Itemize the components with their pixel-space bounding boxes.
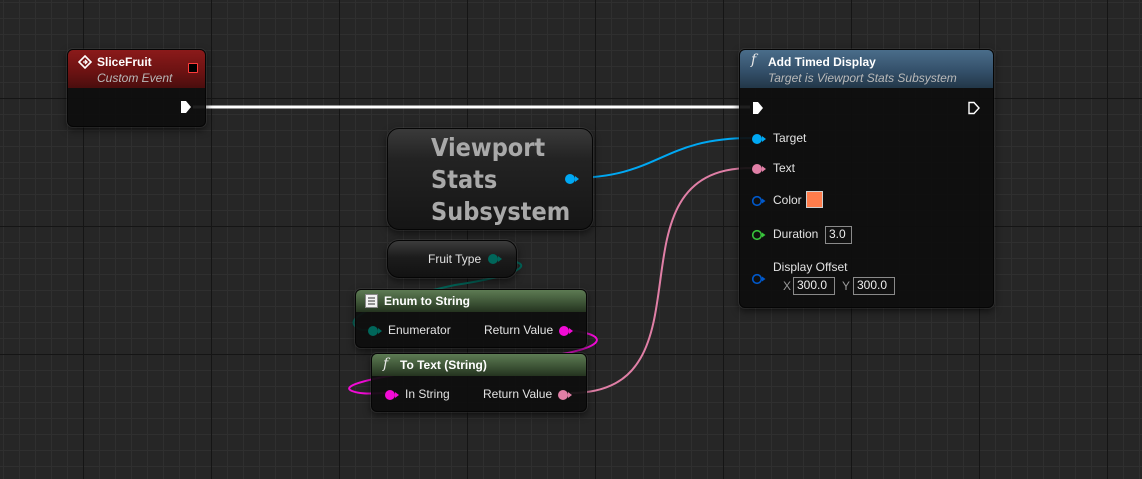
color-label: Color [773, 193, 802, 207]
subsystem-title-line2: Stats [431, 165, 498, 194]
function-node-header [740, 50, 993, 88]
subsystem-output-pin[interactable] [564, 173, 580, 185]
in-string-label: In String [405, 387, 450, 401]
target-label: Target [773, 131, 807, 145]
in-string-pin[interactable] [384, 389, 400, 401]
function-icon: f [751, 52, 757, 68]
offset-x-label: X [783, 279, 792, 293]
fruit-type-variable-node[interactable]: Fruit Type [387, 240, 517, 278]
duration-pin[interactable] [751, 229, 767, 241]
fruit-type-output-pin[interactable] [487, 253, 503, 265]
viewport-stats-subsystem-node[interactable]: Viewport Stats Subsystem [387, 128, 593, 230]
display-offset-label: Display Offset [773, 260, 848, 274]
display-offset-pin[interactable] [751, 273, 767, 285]
offset-x-field[interactable]: 300.0 [793, 277, 835, 295]
text-label: Text [773, 161, 796, 175]
enum-node-title: Enum to String [384, 294, 470, 308]
function-title: Add Timed Display [768, 55, 876, 69]
exec-output-pin[interactable] [967, 101, 981, 115]
enum-return-label: Return Value [484, 323, 554, 337]
event-node-header [68, 50, 205, 88]
text-pin[interactable] [751, 163, 767, 175]
duration-field[interactable]: 3.0 [825, 226, 852, 244]
color-swatch[interactable] [806, 191, 823, 208]
function-icon: f [383, 356, 389, 372]
to-text-return-label: Return Value [483, 387, 553, 401]
subsystem-title-line3: Subsystem [431, 197, 571, 226]
target-wire[interactable] [570, 137, 752, 179]
function-subtitle: Target is Viewport Stats Subsystem [768, 71, 957, 85]
to-text-return-pin[interactable] [557, 389, 573, 401]
delegate-pin[interactable] [188, 63, 198, 73]
slice-fruit-event-node[interactable]: SliceFruit Custom Event [67, 49, 206, 127]
fruit-type-label: Fruit Type [428, 252, 482, 266]
text-wire[interactable] [570, 167, 752, 394]
event-title: SliceFruit [97, 55, 152, 69]
duration-label: Duration [773, 227, 819, 241]
subsystem-title-line1: Viewport [431, 133, 546, 162]
to-text-node-title: To Text (String) [400, 358, 487, 372]
exec-input-pin[interactable] [751, 101, 765, 115]
to-text-node-header [372, 354, 586, 376]
enum-list-icon [365, 294, 378, 308]
target-pin[interactable] [751, 133, 767, 145]
exec-output-pin[interactable] [179, 100, 193, 114]
subsystem-title: Viewport Stats Subsystem [431, 132, 570, 228]
event-diamond-icon [78, 55, 92, 69]
offset-y-field[interactable]: 300.0 [853, 277, 895, 295]
enumerator-label: Enumerator [388, 323, 451, 337]
enum-return-pin[interactable] [558, 325, 574, 337]
enum-to-string-node[interactable]: Enum to String Enumerator Return Value [355, 289, 587, 348]
enumerator-pin[interactable] [367, 325, 383, 337]
to-text-string-node[interactable]: f To Text (String) In String Return Valu… [371, 353, 587, 412]
color-pin[interactable] [751, 195, 767, 207]
event-subtitle: Custom Event [97, 71, 173, 85]
add-timed-display-node[interactable]: f Add Timed Display Target is Viewport S… [739, 49, 994, 308]
offset-y-label: Y [842, 279, 851, 293]
enum-node-header [356, 290, 586, 312]
